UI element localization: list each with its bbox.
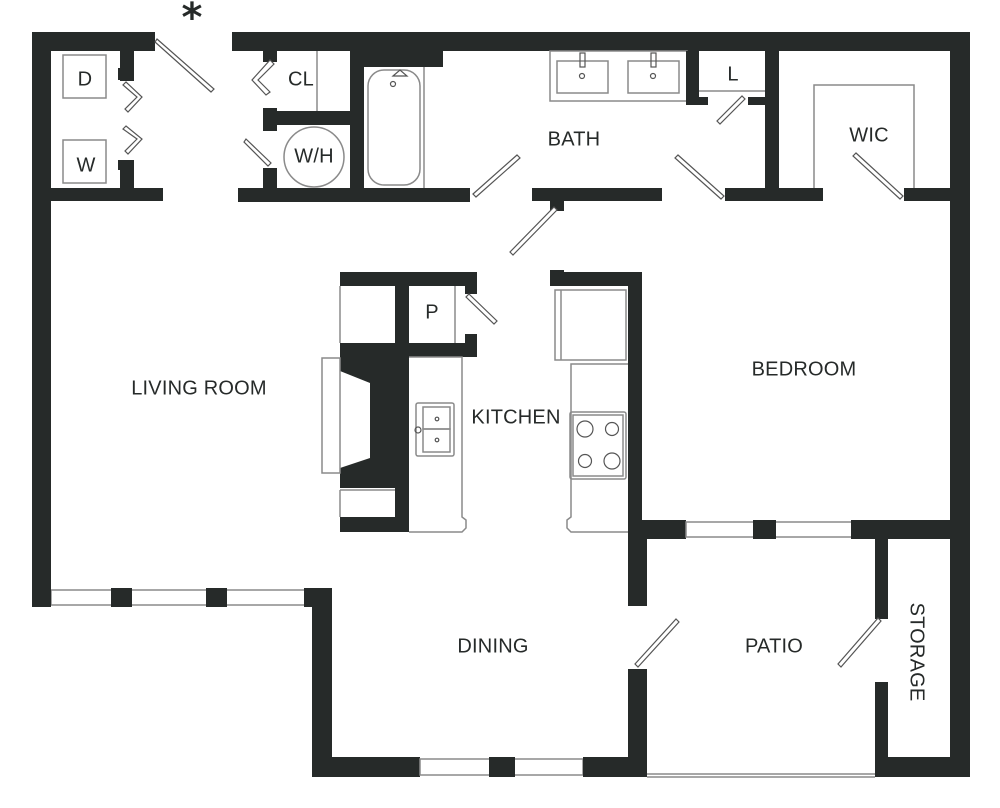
wall-right xyxy=(950,32,970,777)
fireplace-hearth xyxy=(321,357,341,474)
room-label-bedroom: BEDROOM xyxy=(751,358,857,381)
closet-bath-wall xyxy=(350,51,364,191)
patio-wall-left xyxy=(628,669,647,777)
refrigerator xyxy=(554,289,627,361)
room-label-closet: CL xyxy=(288,68,314,91)
room-label-living-room: LIVING ROOM xyxy=(131,377,267,400)
burner-icon xyxy=(603,452,621,470)
room-label-wic: WIC xyxy=(849,124,889,147)
burner-icon xyxy=(577,453,593,469)
entry-door[interactable] xyxy=(154,38,215,93)
kitchen-sink xyxy=(415,402,455,457)
sink-right xyxy=(627,60,680,94)
sink-left xyxy=(556,60,609,94)
dining-wall-left xyxy=(312,588,332,777)
water-heater-door[interactable] xyxy=(243,138,272,167)
wic-shelf xyxy=(813,84,915,188)
washer-box xyxy=(62,139,107,184)
wall-top-right xyxy=(232,32,970,51)
storage-wall-lower xyxy=(875,682,888,777)
bath-wall-bottom-left xyxy=(238,188,470,202)
kitchen-counter-right xyxy=(566,363,628,533)
laundry-wall-bottom xyxy=(51,188,163,201)
room-label-kitchen: KITCHEN xyxy=(471,406,561,429)
laundry-bifold-door-bottom[interactable] xyxy=(122,125,143,155)
laundry-bifold-door-top[interactable] xyxy=(122,81,143,113)
room-label-bath: BATH xyxy=(547,128,601,151)
room-label-dining: DINING xyxy=(457,635,529,658)
wall-left xyxy=(32,32,51,607)
storage-wall-upper xyxy=(875,539,888,619)
dining-wall-bottom xyxy=(312,757,420,777)
closet-bifold-door[interactable] xyxy=(251,59,275,96)
bath-door-left[interactable] xyxy=(472,154,521,198)
linen-door[interactable] xyxy=(716,95,746,125)
bath-wic-wall xyxy=(765,51,779,201)
closet-wh-divider xyxy=(263,111,363,125)
pantry-door[interactable] xyxy=(465,293,498,325)
dryer-box xyxy=(62,54,107,99)
living-room-window xyxy=(50,589,306,606)
burner-icon xyxy=(604,421,620,437)
kitchen-counter-left xyxy=(409,356,467,533)
room-label-linen: L xyxy=(727,63,739,86)
bath-wall-bottom xyxy=(532,188,662,201)
bedroom-wall-top-mid xyxy=(725,188,823,201)
patio-door[interactable] xyxy=(634,618,680,668)
room-label-dryer: D xyxy=(77,68,93,91)
room-label-patio: PATIO xyxy=(744,635,804,658)
kitchen-hall-door[interactable] xyxy=(509,206,558,256)
room-label-pantry: P xyxy=(425,301,439,324)
entry-marker: * xyxy=(181,0,203,41)
tub-faucet-icon xyxy=(391,69,409,77)
bath-door-right[interactable] xyxy=(674,154,725,200)
room-label-water-heater: W/H xyxy=(294,145,334,168)
water-heater-circle xyxy=(283,126,345,188)
wall-top-left xyxy=(32,32,155,51)
bathtub xyxy=(367,69,421,186)
stove xyxy=(569,411,627,480)
burner-icon xyxy=(576,420,594,438)
room-label-washer: W xyxy=(76,154,96,177)
room-label-storage: STORAGE xyxy=(905,602,928,702)
wic-door[interactable] xyxy=(852,152,904,200)
kitchen-wall-top-right xyxy=(550,272,642,286)
storage-door[interactable] xyxy=(837,617,882,668)
